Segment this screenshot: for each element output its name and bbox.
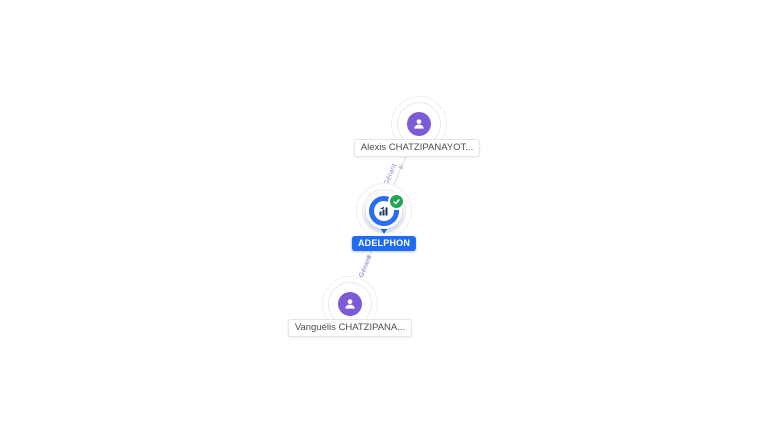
person-icon <box>407 112 431 136</box>
company-label-adelphon[interactable]: ADELPHON <box>351 236 417 251</box>
edge-label-gerant-bottom: Gérant <box>358 255 373 279</box>
check-badge-icon <box>388 193 405 210</box>
person-label-alexis[interactable]: Alexis CHATZIPANAYOT... <box>353 139 481 157</box>
person-label-vanguelis[interactable]: Vanguélis CHATZIPANA... <box>287 319 413 337</box>
person-icon <box>338 292 362 316</box>
